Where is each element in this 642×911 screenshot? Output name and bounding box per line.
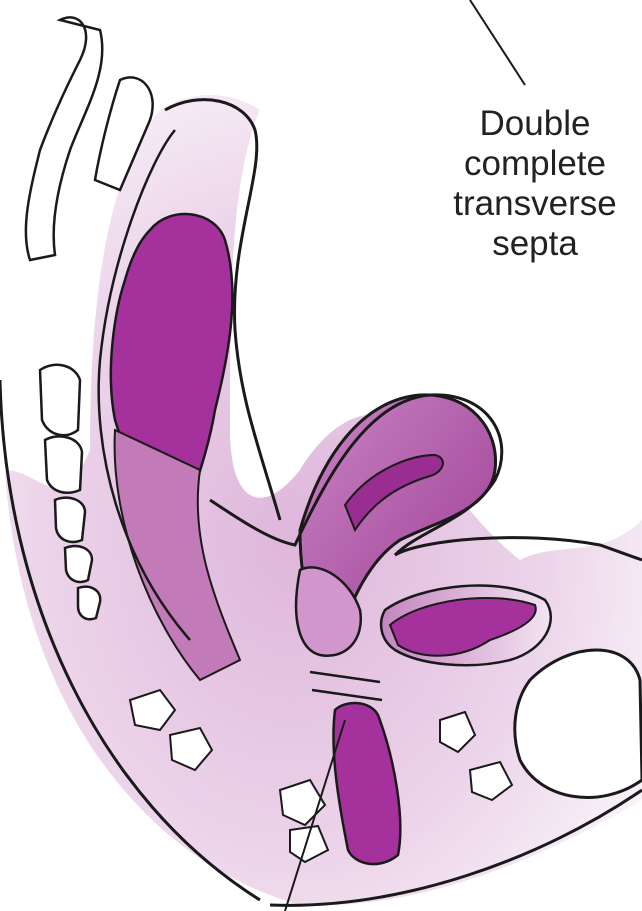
septa-callout-label: Double complete transverse septa [440, 104, 630, 264]
callout-line-1: Double [440, 104, 630, 144]
callout-line-2: complete [440, 144, 630, 184]
callout-line-3: transverse [440, 184, 630, 224]
callout-pointer-line [470, 0, 525, 85]
callout-line-4: septa [440, 224, 630, 264]
